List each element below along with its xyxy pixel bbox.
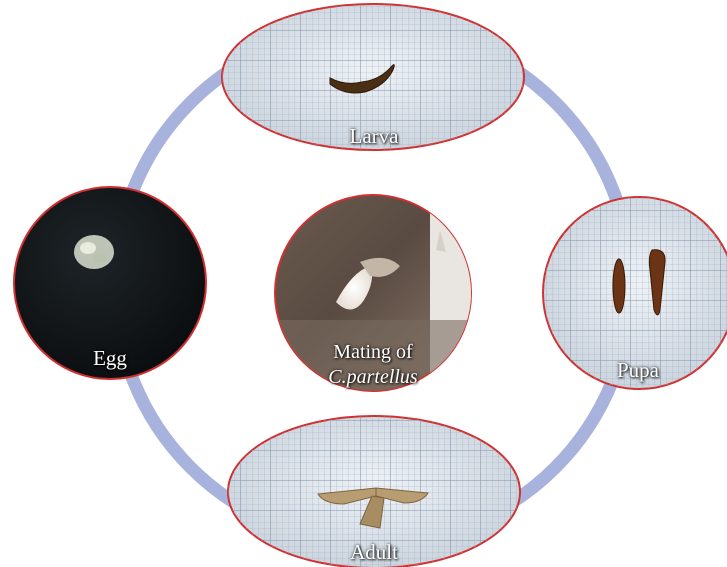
egg-mass-image [74,235,114,269]
center-label-line2: C.partellus [303,366,443,389]
adult-label: Adult [334,540,414,565]
pupa-image-1 [613,259,625,313]
egg-label: Egg [70,346,150,371]
center-label-line1: Mating of [303,341,443,364]
larva-label: Larva [334,124,414,149]
pupa-label: Pupa [598,358,678,383]
